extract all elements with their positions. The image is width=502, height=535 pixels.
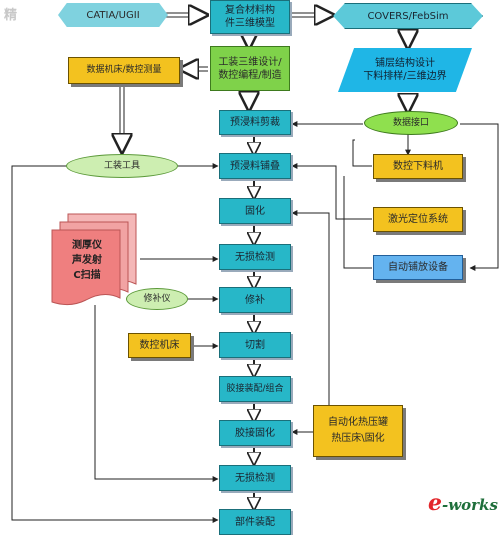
watermark-text: 精 xyxy=(4,8,18,23)
node-trimming: 切割 xyxy=(219,332,291,358)
logo-works-text: -works xyxy=(442,496,498,514)
node-repair-tool: 修补仪 xyxy=(126,288,188,310)
edge-autoclave-to-curing xyxy=(291,210,330,405)
edge-laser-to-layup xyxy=(291,163,372,220)
node-tooling-design: 工装三维设计/ 数控编程/制造 xyxy=(210,46,290,91)
node-ndt-1: 无损检测 xyxy=(219,244,291,270)
edge-inspect-to-ndt2 xyxy=(94,305,219,482)
node-composite-model: 复合材料构 件三维模型 xyxy=(210,0,290,34)
node-laser-positioning: 激光定位系统 xyxy=(373,207,463,232)
node-thickness-ultrasonic: 测厚仪 声发射 C扫描 xyxy=(72,239,102,281)
node-catia: CATIA/UGII xyxy=(58,3,168,27)
node-autoclave: 自动化热压罐 热压床\固化 xyxy=(313,405,403,457)
node-ndt-2: 无损检测 xyxy=(219,465,291,491)
node-bond-assembly: 胶接装配/组合 xyxy=(219,376,291,402)
node-data-interface: 数据接口 xyxy=(364,111,458,135)
node-auto-layup: 自动铺放设备 xyxy=(373,255,463,280)
node-prepreg-layup: 预浸料铺叠 xyxy=(219,153,291,179)
edge-tooling-tool-loop xyxy=(11,165,219,523)
node-tooling-tool: 工装工具 xyxy=(66,154,178,178)
edge-cnc-cutter-to-layup xyxy=(352,139,372,167)
node-cnc-measure: 数据机床/数控测量 xyxy=(68,57,180,84)
logo-e-letter: e xyxy=(428,490,442,516)
node-bond-curing: 胶接固化 xyxy=(219,420,291,446)
node-cnc-lathe: 数控机床 xyxy=(128,333,191,358)
node-curing: 固化 xyxy=(219,198,291,224)
inspection-docs-shape xyxy=(51,213,137,306)
node-layup-design: 铺层结构设计 下料排样/三维边界 xyxy=(338,48,472,92)
edge-interface-right xyxy=(460,123,499,271)
node-part-assembly: 部件装配 xyxy=(219,509,291,535)
node-prepreg-cut: 预浸料剪裁 xyxy=(219,110,291,135)
node-repair: 修补 xyxy=(219,287,291,313)
edge-auto-to-layup xyxy=(343,176,372,269)
node-cnc-cutter: 数控下料机 xyxy=(373,154,463,179)
node-covers: COVERS/FebSim xyxy=(333,3,483,29)
eworks-logo: e-works xyxy=(428,490,498,516)
